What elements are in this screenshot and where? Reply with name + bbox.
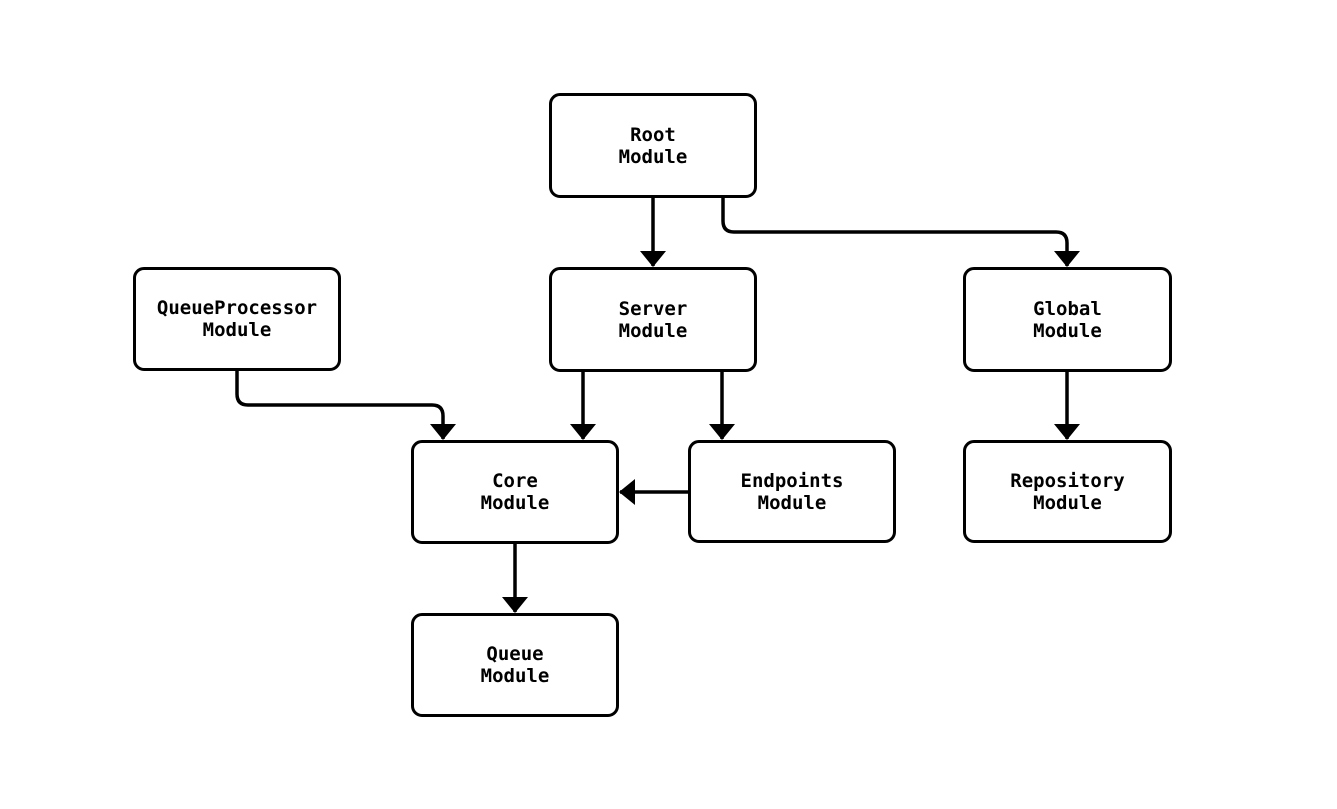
node-root-module: Root Module <box>549 93 757 198</box>
node-endpoints-module-label: Endpoints Module <box>740 469 844 514</box>
edge-queueprocessor-to-core <box>235 370 456 440</box>
node-repository-module: Repository Module <box>963 440 1172 543</box>
node-queueprocessor-module: QueueProcessor Module <box>133 267 341 371</box>
node-queue-module: Queue Module <box>411 613 619 717</box>
node-server-module-label: Server Module <box>618 297 688 342</box>
node-endpoints-module: Endpoints Module <box>688 440 896 543</box>
node-core-module-label: Core Module <box>480 470 550 514</box>
node-queue-module-label: Queue Module <box>480 643 550 687</box>
node-core-module: Core Module <box>411 440 619 544</box>
node-repository-module-label: Repository Module <box>1010 469 1125 514</box>
node-server-module: Server Module <box>549 267 757 372</box>
edge-root-to-global <box>721 198 1080 267</box>
node-root-module-label: Root Module <box>618 123 688 168</box>
node-global-module-label: Global Module <box>1033 297 1102 342</box>
node-queueprocessor-module-label: QueueProcessor Module <box>156 297 318 341</box>
node-global-module: Global Module <box>963 267 1172 372</box>
